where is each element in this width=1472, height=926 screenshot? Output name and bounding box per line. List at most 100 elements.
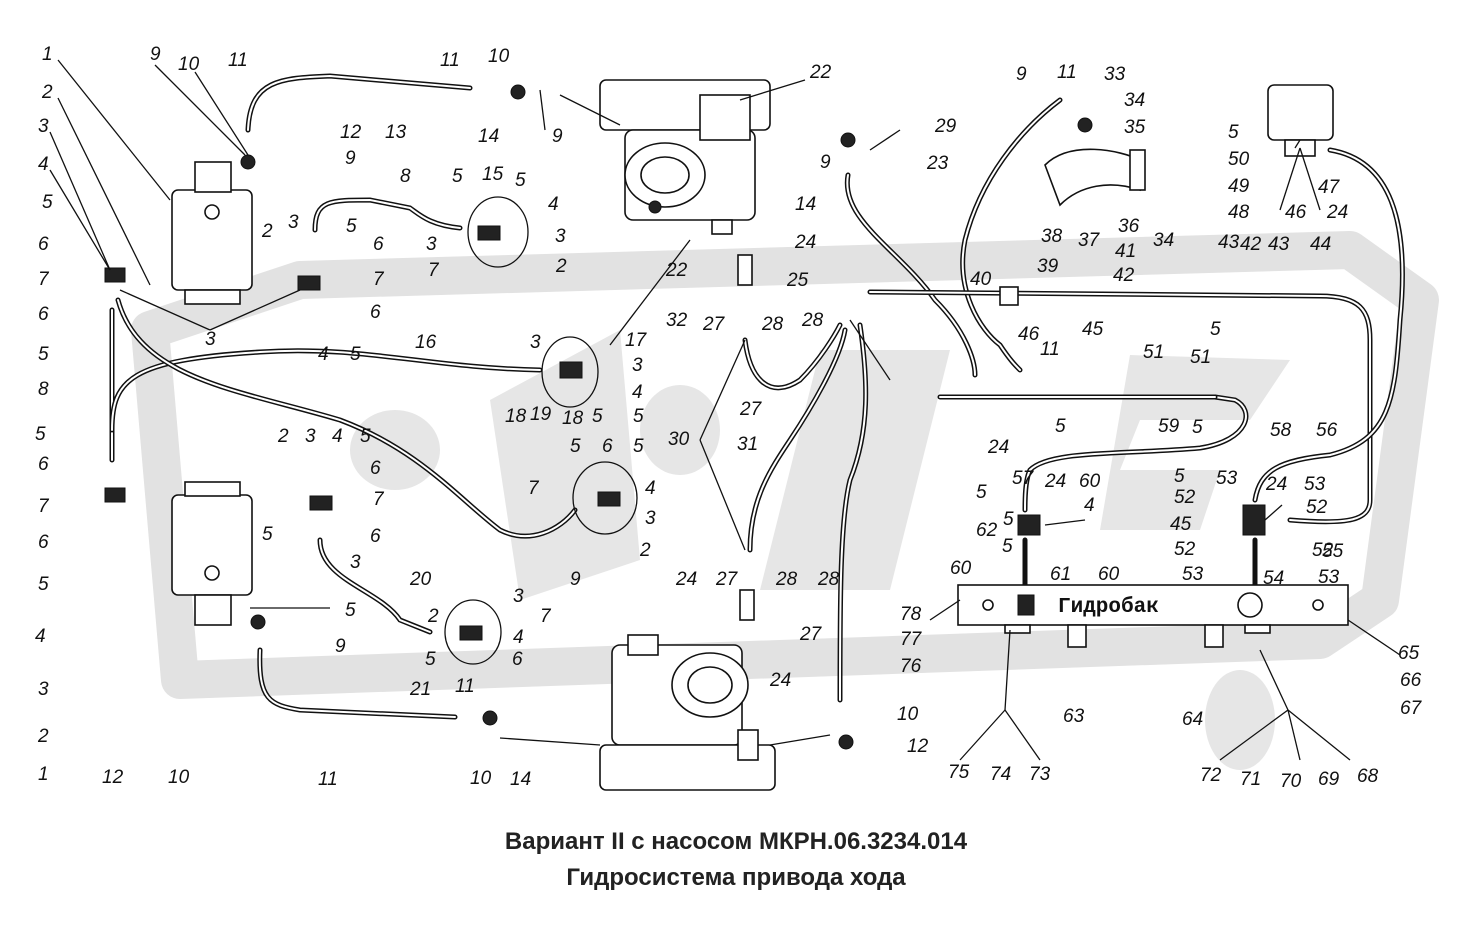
- callout-number: 23: [926, 153, 949, 174]
- callout-number: 37: [1078, 230, 1101, 251]
- callout-number: 7: [428, 260, 440, 281]
- callout-number: 42: [1113, 265, 1135, 286]
- callout-number: 42: [1240, 234, 1262, 255]
- pump-lower: [599, 634, 776, 791]
- callout-number: 54: [1263, 568, 1284, 589]
- callout-number: 9: [552, 126, 563, 147]
- callout-number: 24: [675, 569, 697, 590]
- callout-number: 27: [739, 399, 763, 420]
- callout-number: 5: [592, 406, 603, 427]
- callout-number: 24: [1265, 474, 1287, 495]
- callout-number: 3: [632, 355, 643, 376]
- callout-number: 3: [513, 586, 524, 607]
- callout-number: 12: [907, 736, 929, 757]
- callout-number: 10: [470, 768, 492, 789]
- callout-number: 65: [1398, 643, 1420, 664]
- callout-number: 27: [799, 624, 823, 645]
- callout-number: 55: [1322, 541, 1344, 562]
- callout-number: 2: [41, 82, 53, 103]
- filter-lower: [171, 481, 253, 626]
- callout-number: 64: [1182, 709, 1203, 730]
- callout-number: 35: [1124, 117, 1146, 138]
- callout-number: 66: [1400, 670, 1422, 691]
- callout-number: 5: [42, 192, 53, 213]
- callout-number: 11: [1057, 62, 1077, 83]
- callout-number: 27: [715, 569, 739, 590]
- callout-number: 10: [488, 46, 510, 67]
- callout-number: 3: [426, 234, 437, 255]
- callout-number: 4: [632, 382, 643, 403]
- callout-number: 15: [482, 164, 504, 185]
- callout-number: 5: [1192, 417, 1203, 438]
- callout-number: 25: [786, 270, 809, 291]
- callout-number: 76: [900, 656, 922, 677]
- tank-label: Гидробак: [1058, 596, 1159, 619]
- callout-number: 59: [1158, 416, 1180, 437]
- hose-lines: [109, 73, 1405, 720]
- callout-number: 32: [666, 310, 688, 331]
- callout-number: 40: [970, 269, 992, 290]
- callout-number: 48: [1228, 202, 1250, 223]
- callout-number: 24: [987, 437, 1009, 458]
- callout-number: 5: [976, 482, 987, 503]
- callout-number: 9: [570, 569, 581, 590]
- callout-number: 6: [512, 649, 523, 670]
- callout-number: 3: [555, 226, 566, 247]
- callout-number: 4: [38, 154, 49, 175]
- callout-number: 4: [1084, 495, 1095, 516]
- callout-number: 24: [794, 232, 816, 253]
- callout-number: 3: [38, 679, 49, 700]
- callout-number: 68: [1357, 766, 1379, 787]
- fittings: [104, 84, 1266, 750]
- callout-number: 3: [288, 212, 299, 233]
- caption-title: Гидросистема привода хода: [566, 864, 906, 891]
- callout-number: 53: [1304, 474, 1326, 495]
- callout-number: 8: [400, 166, 411, 187]
- callout-number: 3: [350, 552, 361, 573]
- callout-number: 17: [625, 330, 648, 351]
- callout-number: 9: [820, 152, 831, 173]
- callout-number: 50: [1228, 149, 1250, 170]
- callout-number: 1: [42, 44, 53, 65]
- callout-number: 11: [440, 50, 460, 71]
- callout-number: 11: [318, 769, 338, 790]
- callout-number: 5: [1003, 509, 1014, 530]
- callout-number: 5: [1210, 319, 1221, 340]
- callout-number: 9: [1016, 64, 1027, 85]
- callout-number: 72: [1200, 765, 1222, 786]
- callout-number: 9: [335, 636, 346, 657]
- callout-number: 5: [346, 216, 357, 237]
- callout-number: 51: [1190, 347, 1211, 368]
- callout-number: 7: [38, 496, 50, 517]
- callout-number: 4: [332, 426, 343, 447]
- callout-number: 52: [1306, 497, 1328, 518]
- callout-number: 6: [38, 532, 49, 553]
- callout-number: 77: [900, 629, 923, 650]
- callout-number: 38: [1041, 226, 1063, 247]
- callout-number: 27: [702, 314, 726, 335]
- callout-number: 12: [102, 767, 124, 788]
- callout-number: 60: [1098, 564, 1120, 585]
- callout-number: 28: [761, 314, 784, 335]
- callout-number: 5: [1174, 466, 1185, 487]
- callout-number: 34: [1153, 230, 1174, 251]
- callout-number: 52: [1174, 539, 1196, 560]
- callout-number: 61: [1050, 564, 1071, 585]
- callout-number: 5: [38, 344, 49, 365]
- callout-number: 52: [1174, 487, 1196, 508]
- callout-number: 2: [277, 426, 289, 447]
- callout-number: 14: [510, 769, 531, 790]
- callout-number: 57: [1012, 468, 1035, 489]
- callout-number: 45: [1170, 514, 1192, 535]
- callout-number: 43: [1218, 232, 1240, 253]
- callout-number: 56: [1316, 420, 1338, 441]
- callout-number: 6: [370, 302, 381, 323]
- callout-number: 75: [948, 762, 970, 783]
- callout-number: 2: [555, 256, 567, 277]
- callout-number: 10: [897, 704, 919, 725]
- callout-number: 67: [1400, 698, 1423, 719]
- callout-number: 78: [900, 604, 922, 625]
- callout-number: 5: [633, 436, 644, 457]
